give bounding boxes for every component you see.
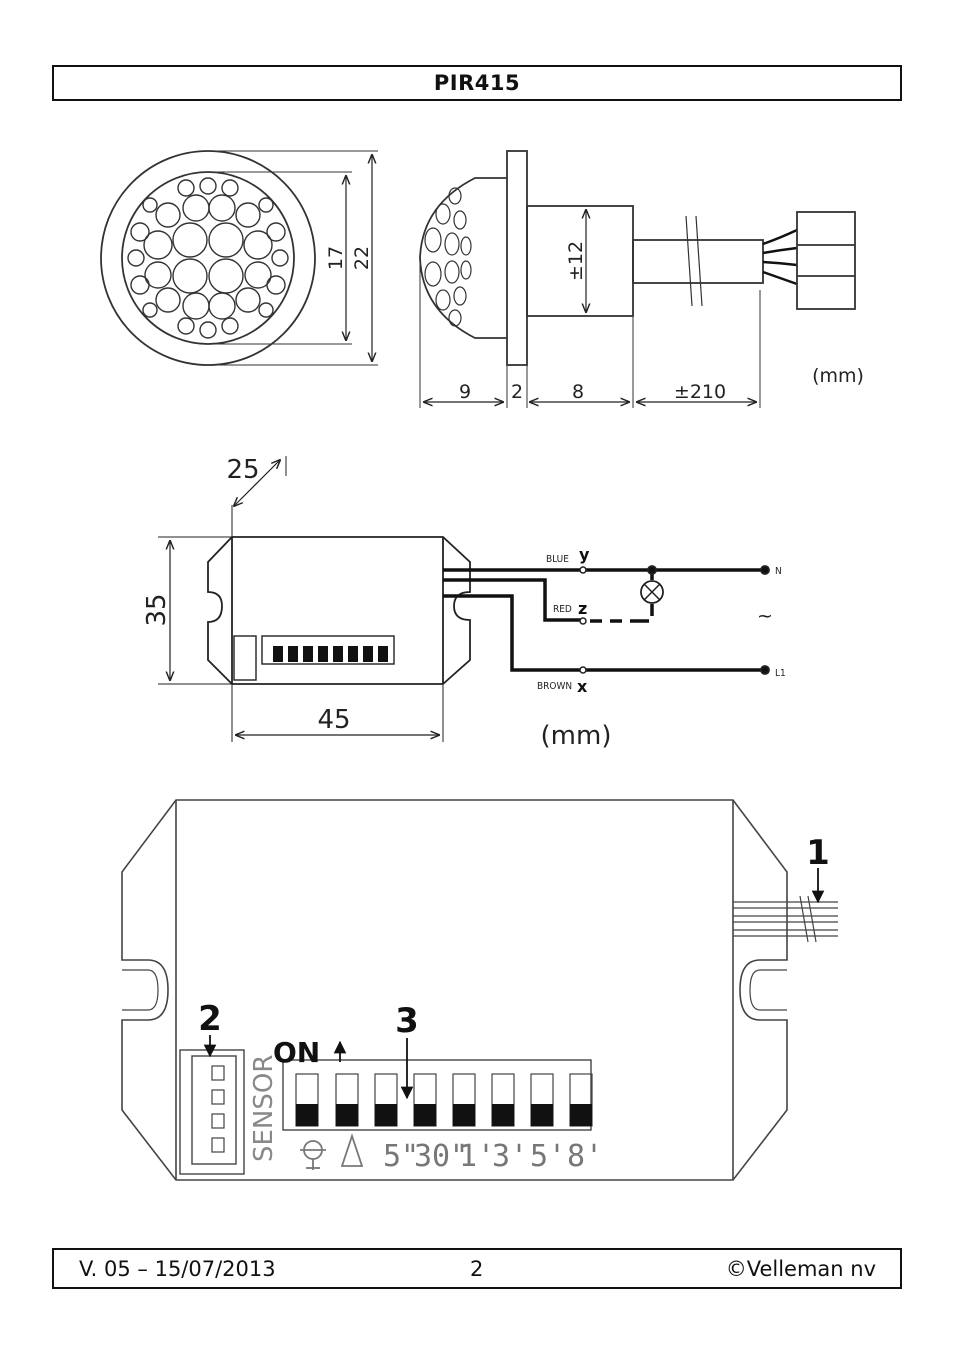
dim-45: 45 [317,705,350,735]
switch-label-5s: 5" [383,1139,419,1174]
unit-mm-1: (mm) [812,365,864,387]
module-wiring-diagram [158,456,770,742]
callout-2: 2 [198,999,222,1039]
copyright: ©Velleman nv [725,1257,876,1281]
wire-label-red: RED [553,604,572,615]
dim-25: 25 [226,455,259,485]
wire-letter-y: y [579,545,590,564]
switch-label-5m: 5' [530,1139,566,1174]
terminal-l1: L1 [775,668,786,679]
dim-2: 2 [511,381,523,403]
dim-8: 8 [572,381,584,403]
terminal-n: N [775,566,782,577]
product-title: PIR415 [433,71,521,95]
switch-label-30s: 30" [414,1139,468,1174]
sensor-side-view [419,150,856,408]
ac-symbol: ~ [757,605,773,627]
unit-mm-2: (mm) [541,721,612,751]
sensor-front-view [100,150,378,366]
version-date: V. 05 – 15/07/2013 [79,1257,276,1281]
page-number: 2 [470,1257,484,1281]
dim-12: ±12 [565,241,587,281]
triangle-icon [340,1133,364,1167]
dim-35: 35 [142,593,172,626]
callout-1: 1 [806,833,830,873]
switch-label-8m: 8' [567,1139,603,1174]
dim-9: 9 [459,381,471,403]
switch-label-3m: 3' [492,1139,528,1174]
page-footer: V. 05 – 15/07/2013 2 ©Velleman nv [52,1248,902,1289]
module-detail-view [121,799,838,1181]
dim-210: ±210 [674,381,726,403]
wire-letter-x: x [577,677,588,696]
sensor-label: SENSOR [249,1055,279,1162]
switch-label-1m: 1' [459,1139,495,1174]
on-label: ON [273,1036,320,1069]
dim-22: 22 [351,246,373,270]
wire-label-blue: BLUE [546,554,569,565]
lamp-icon [300,1140,326,1170]
callout-3: 3 [395,1001,419,1041]
wire-label-brown: BROWN [537,681,572,692]
wire-letter-z: z [578,599,587,618]
dim-17: 17 [325,246,347,270]
page-header: PIR415 [52,65,902,101]
